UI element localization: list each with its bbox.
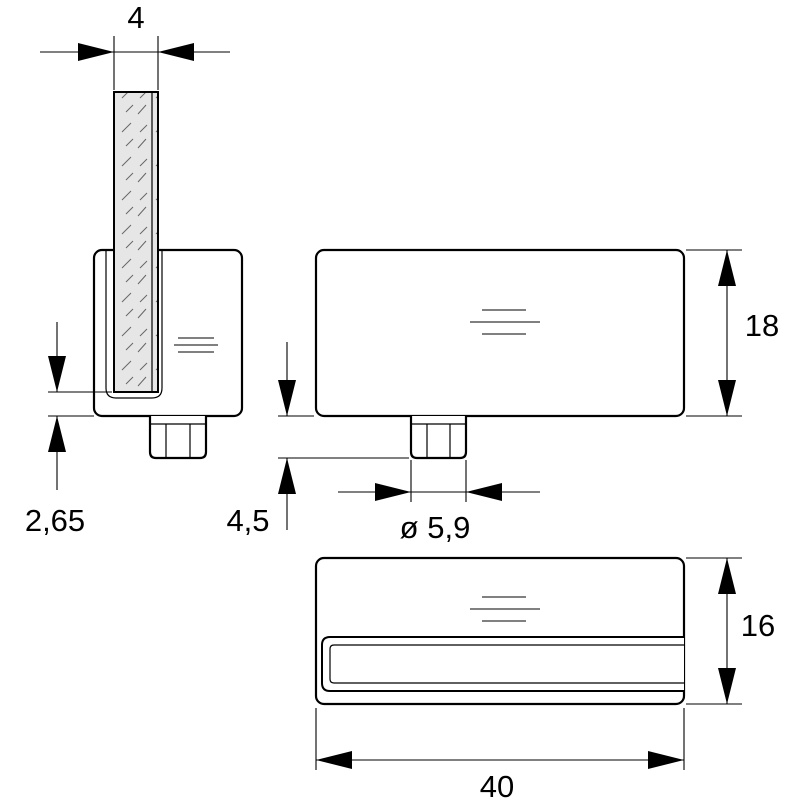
side-view <box>92 91 244 460</box>
dimension-pin-diameter: ø 5,9 <box>338 460 540 545</box>
dim-label-depth: 16 <box>741 608 775 643</box>
side-marking-lines <box>174 337 218 353</box>
dimension-offset-a: 2,65 <box>25 322 112 538</box>
dim-label-height: 18 <box>745 308 779 343</box>
dimension-length: 40 <box>315 708 685 800</box>
dimension-depth: 16 <box>686 557 775 705</box>
front-clamp-body <box>314 248 686 418</box>
front-pin <box>409 416 468 460</box>
side-pin <box>148 416 208 460</box>
dim-label-glass-thickness: 4 <box>127 0 144 35</box>
front-marking-lines <box>470 309 540 335</box>
dimension-height: 18 <box>686 249 779 417</box>
dim-label-offset-a: 2,65 <box>25 503 85 538</box>
dimension-glass-thickness: 4 <box>40 0 230 90</box>
dim-label-length: 40 <box>480 769 514 800</box>
dim-label-pin-diameter: ø 5,9 <box>400 510 471 545</box>
dimension-offset-b: 4,5 <box>226 342 409 538</box>
top-view <box>314 556 686 706</box>
top-marking-lines <box>470 596 540 622</box>
top-slot <box>321 636 684 692</box>
dim-label-offset-b: 4,5 <box>226 503 269 538</box>
glass-pane <box>113 91 159 393</box>
front-view <box>314 248 686 460</box>
